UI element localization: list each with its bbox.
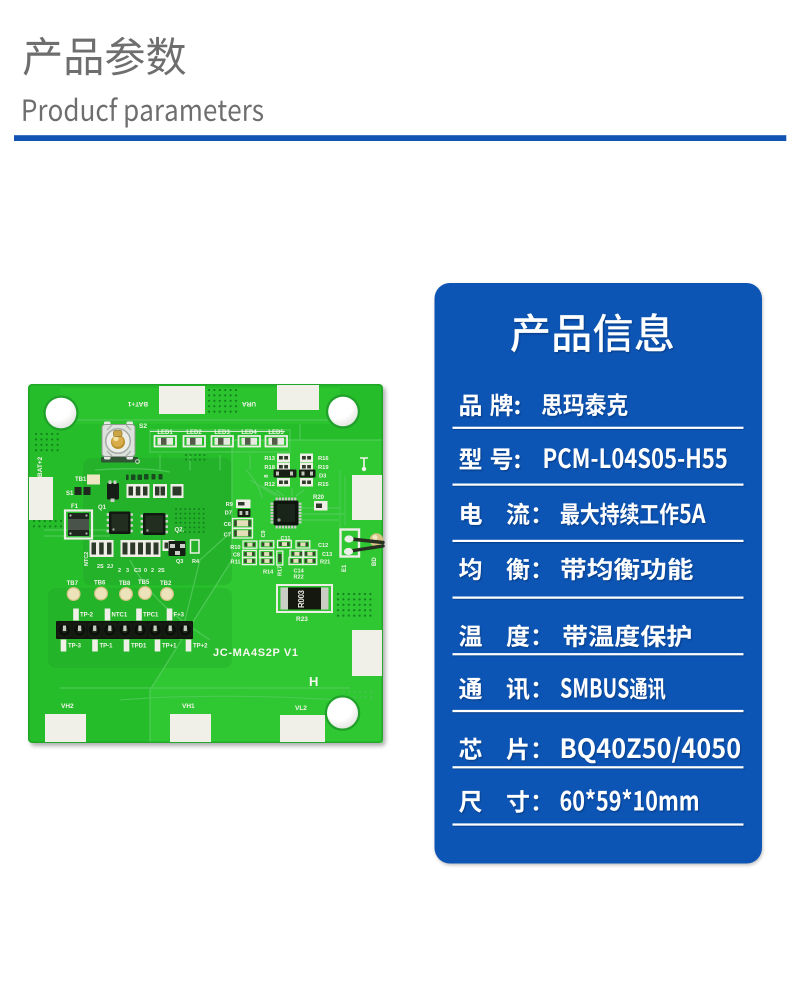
svg-text:TP+1: TP+1 xyxy=(162,644,177,650)
svg-text:TB2: TB2 xyxy=(160,581,172,587)
svg-text:E1: E1 xyxy=(342,564,348,572)
svg-text:TP-2: TP-2 xyxy=(80,613,94,619)
svg-text:R12: R12 xyxy=(264,482,275,488)
svg-text:2: 2 xyxy=(151,568,154,574)
svg-text:F1: F1 xyxy=(71,504,79,510)
svg-text:R4: R4 xyxy=(192,559,200,565)
svg-text:VH2: VH2 xyxy=(61,703,74,710)
svg-text:C9: C9 xyxy=(261,530,267,537)
svg-text:JC-MA4S2P V1: JC-MA4S2P V1 xyxy=(213,647,298,659)
svg-text:TPC1: TPC1 xyxy=(143,613,159,619)
svg-text:2J: 2J xyxy=(107,564,113,570)
svg-text:BAT+2: BAT+2 xyxy=(37,456,44,477)
svg-text:S2: S2 xyxy=(139,423,147,430)
svg-text:TPD1: TPD1 xyxy=(131,644,147,650)
svg-text:2: 2 xyxy=(118,568,121,574)
svg-text:8: 8 xyxy=(264,474,270,478)
svg-text:Q2.: Q2. xyxy=(175,528,185,534)
svg-text:3: 3 xyxy=(126,568,129,574)
svg-text:TB6: TB6 xyxy=(94,581,106,587)
svg-text:R13: R13 xyxy=(264,456,275,462)
svg-text:LED3: LED3 xyxy=(214,430,230,436)
svg-text:D3: D3 xyxy=(319,474,327,480)
svg-text:LED2: LED2 xyxy=(186,430,202,436)
svg-text:D7: D7 xyxy=(225,511,232,517)
svg-text:C6: C6 xyxy=(224,522,232,528)
svg-text:C12: C12 xyxy=(318,543,328,549)
svg-text:TP-3: TP-3 xyxy=(68,644,82,650)
svg-text:TP-1: TP-1 xyxy=(100,644,114,650)
svg-text:R18: R18 xyxy=(264,465,275,471)
svg-text:F+3: F+3 xyxy=(174,613,185,619)
svg-text:Q3: Q3 xyxy=(176,559,183,565)
svg-text:C13: C13 xyxy=(322,552,332,558)
svg-text:URA: URA xyxy=(242,400,256,407)
svg-text:NTC1: NTC1 xyxy=(112,613,128,619)
svg-text:TB7: TB7 xyxy=(67,581,79,587)
svg-text:C3: C3 xyxy=(134,568,141,574)
svg-text:2S: 2S xyxy=(158,568,165,574)
svg-text:C11: C11 xyxy=(281,536,291,542)
svg-text:C8: C8 xyxy=(233,553,240,559)
svg-text:C14: C14 xyxy=(294,569,305,575)
svg-text:R14: R14 xyxy=(263,570,274,576)
svg-text:Q1: Q1 xyxy=(98,505,107,511)
svg-text:R003: R003 xyxy=(297,589,306,608)
svg-text:TB8: TB8 xyxy=(119,581,131,587)
svg-text:TB5: TB5 xyxy=(138,580,150,586)
svg-text:R9: R9 xyxy=(226,502,234,508)
svg-text:2S: 2S xyxy=(97,564,104,570)
svg-text:LED5: LED5 xyxy=(268,430,284,436)
svg-text:0: 0 xyxy=(144,568,147,574)
svg-text:C7: C7 xyxy=(224,533,231,539)
svg-text:TP+2: TP+2 xyxy=(193,644,208,650)
svg-text:R23: R23 xyxy=(296,616,308,623)
svg-text:R16: R16 xyxy=(318,456,329,462)
svg-text:H: H xyxy=(309,674,318,689)
svg-text:R21: R21 xyxy=(320,560,330,566)
svg-text:LED4: LED4 xyxy=(241,430,257,436)
svg-text:VH1: VH1 xyxy=(182,703,195,710)
svg-text:BAT+1: BAT+1 xyxy=(127,400,148,407)
svg-text:R11: R11 xyxy=(231,560,241,566)
svg-text:NTC2: NTC2 xyxy=(84,552,90,566)
svg-text:VL2: VL2 xyxy=(295,705,307,712)
svg-text:R20: R20 xyxy=(313,495,325,501)
svg-text:S1: S1 xyxy=(66,491,74,497)
svg-text:BD: BD xyxy=(372,557,378,566)
svg-text:R22: R22 xyxy=(294,575,304,581)
svg-text:LED1: LED1 xyxy=(157,430,173,436)
svg-text:R19: R19 xyxy=(318,465,329,471)
svg-text:R10: R10 xyxy=(230,545,240,551)
svg-text:TB1: TB1 xyxy=(75,477,87,483)
svg-text:R17: R17 xyxy=(278,566,284,576)
svg-text:R15: R15 xyxy=(318,482,329,488)
